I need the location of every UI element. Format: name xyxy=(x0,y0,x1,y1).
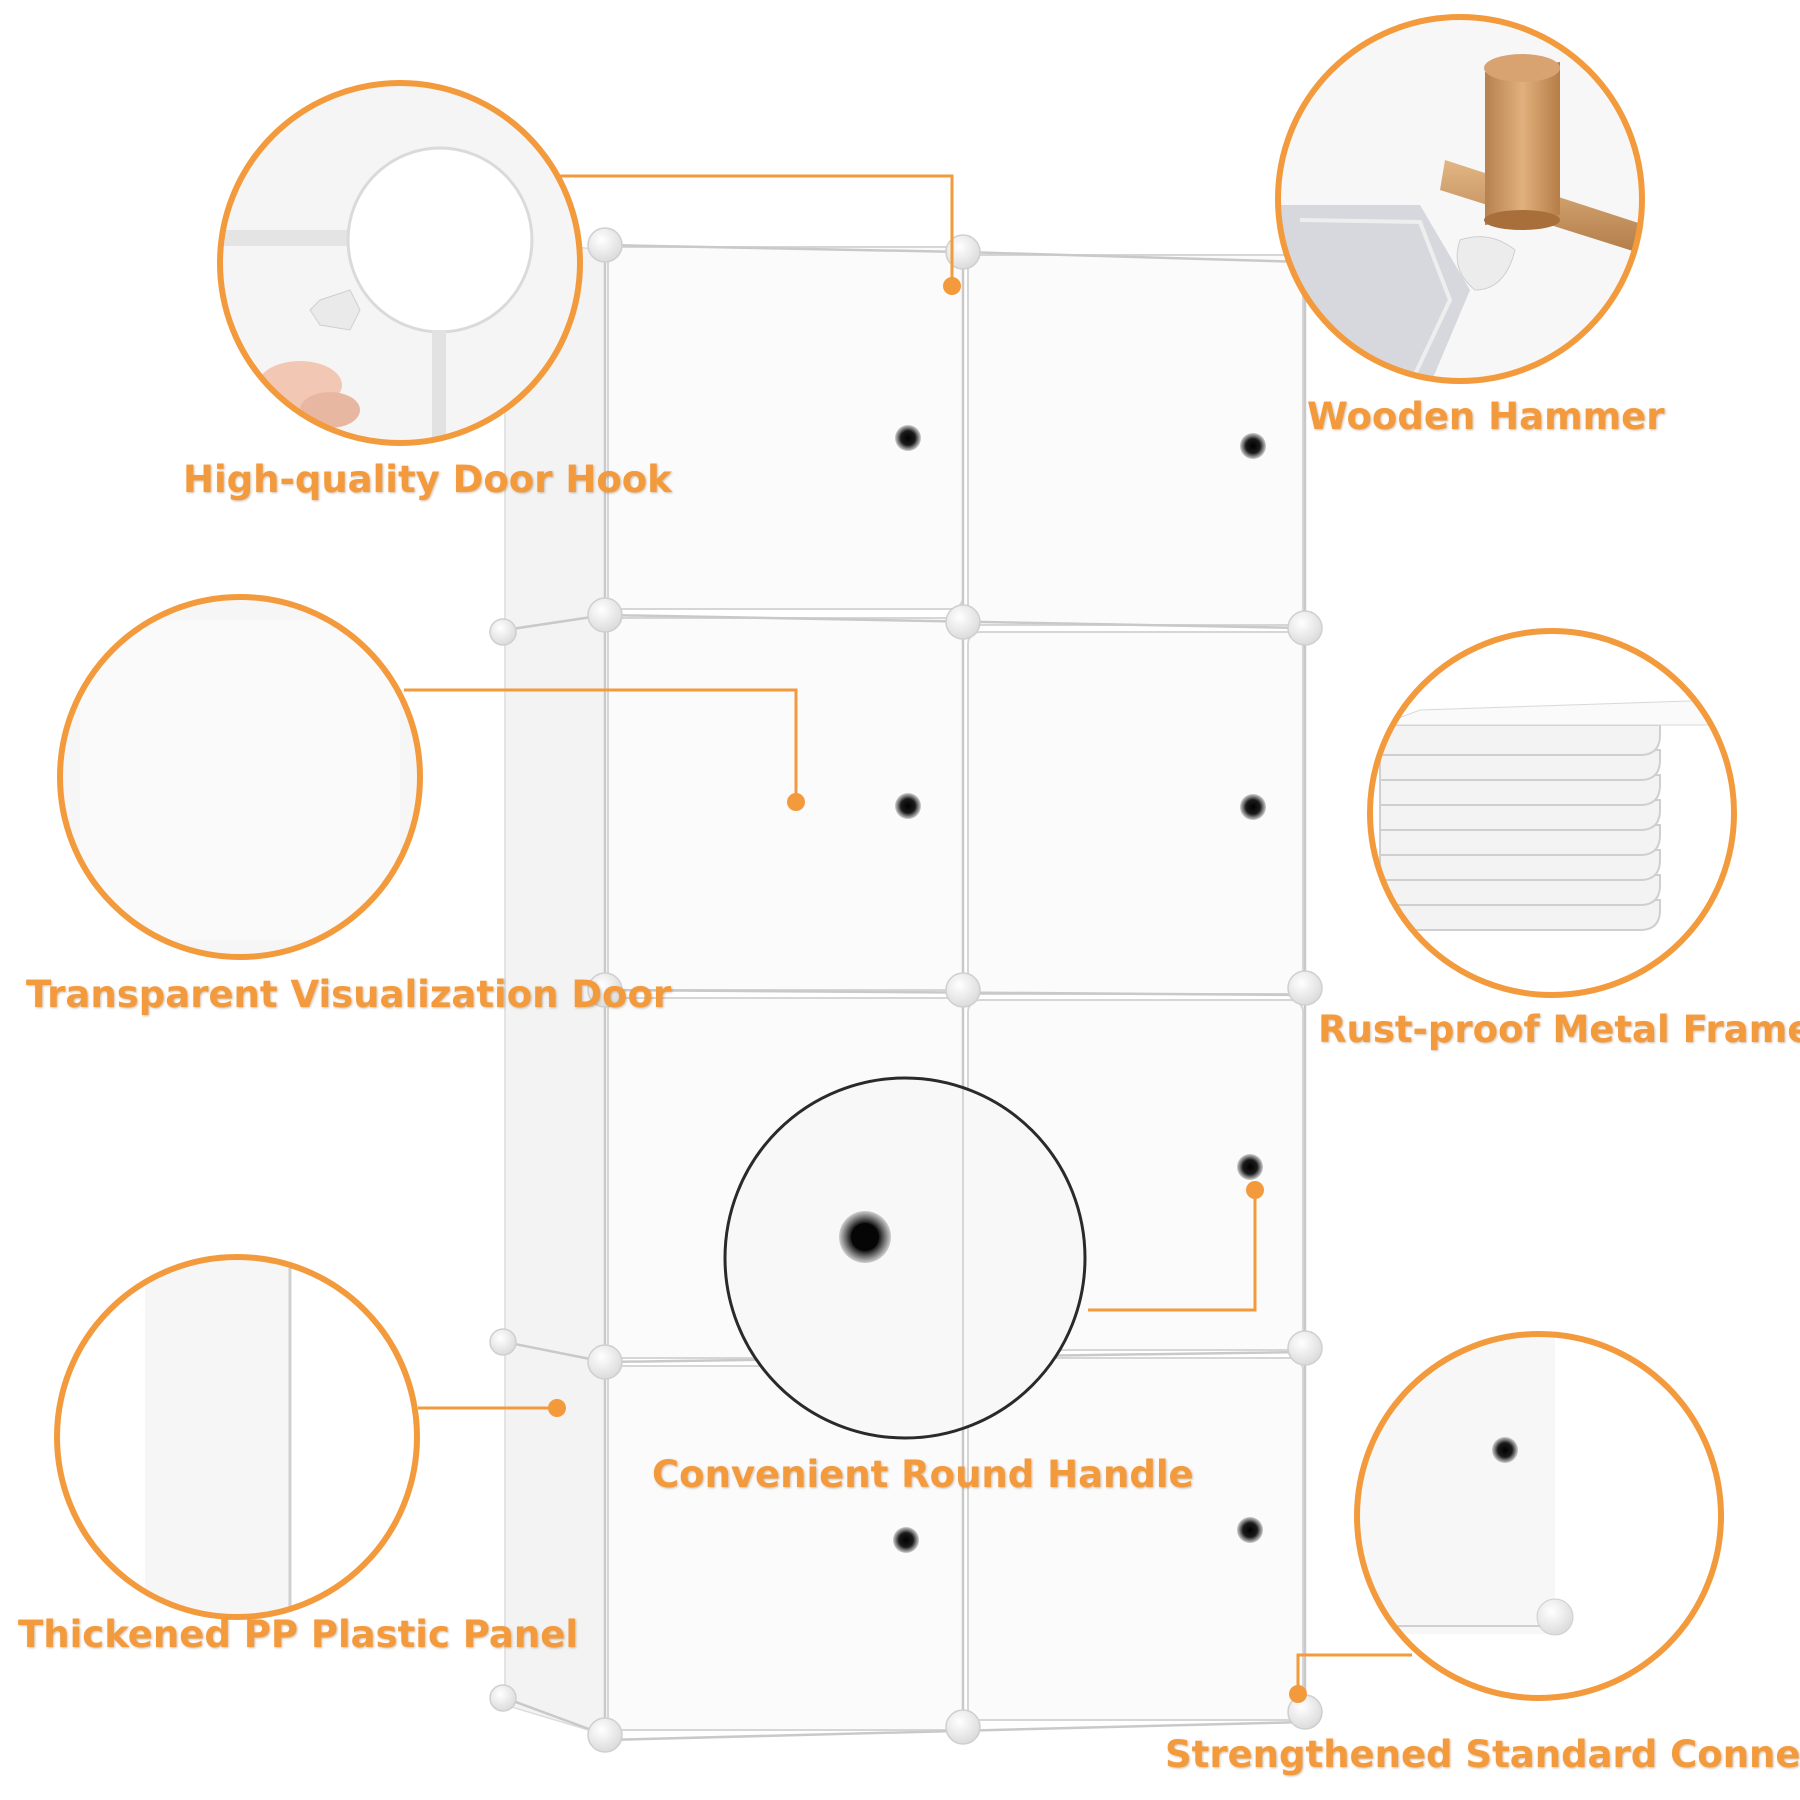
door-handles xyxy=(893,425,1266,1553)
cabinet-connectors xyxy=(489,227,1323,1753)
stacked-panels-detail xyxy=(1367,628,1737,998)
feature-label-metal-frame: Rust-proof Metal Frame xyxy=(1318,1008,1800,1051)
cabinet xyxy=(489,227,1323,1753)
feature-label-door-hook: High-quality Door Hook xyxy=(183,458,672,501)
translucent-door-detail xyxy=(57,594,423,960)
panel-edge-detail xyxy=(54,1254,420,1620)
connector-detail xyxy=(1354,1331,1724,1701)
door-hook-detail xyxy=(217,80,583,446)
feature-label-pp-panel: Thickened PP Plastic Panel xyxy=(18,1613,579,1656)
callout-dots xyxy=(548,277,1307,1703)
feature-label-round-handle: Convenient Round Handle xyxy=(652,1453,1194,1496)
feature-label-transparent-door: Transparent Visualization Door xyxy=(26,973,672,1016)
feature-label-connector: Strengthened Standard Connector xyxy=(1165,1733,1800,1776)
feature-label-wooden-hammer: Wooden Hammer xyxy=(1307,395,1665,438)
round-handle-detail xyxy=(723,1076,1087,1440)
callout-lines xyxy=(404,174,1412,1694)
wooden-hammer-detail xyxy=(1275,14,1645,384)
